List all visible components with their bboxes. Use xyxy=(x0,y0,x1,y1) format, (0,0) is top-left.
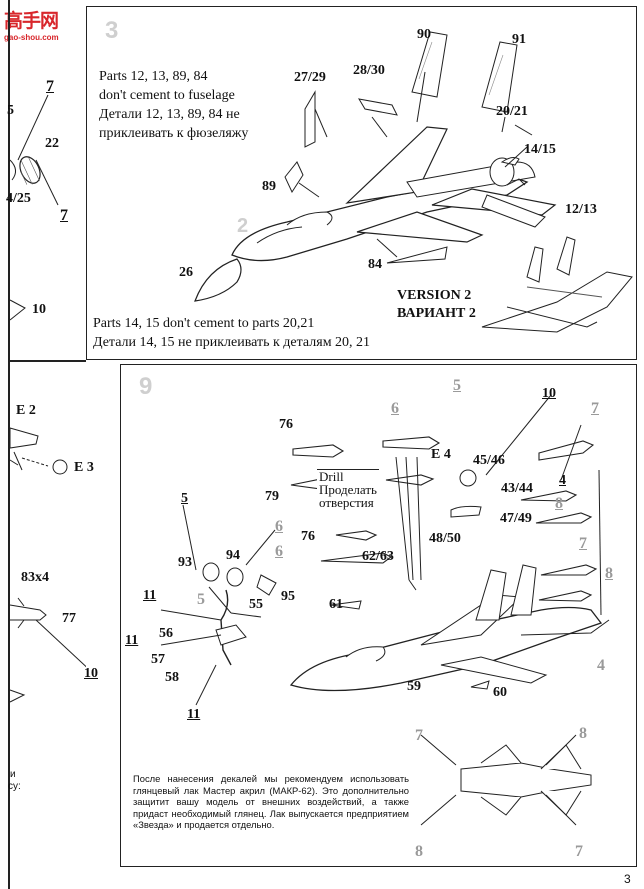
label-7c: 7 xyxy=(415,727,423,744)
strip-label-4-25: 4/25 xyxy=(6,191,31,206)
label-47-49: 47/49 xyxy=(500,511,532,526)
label-8b: 8 xyxy=(605,565,613,582)
label-48-50: 48/50 xyxy=(429,531,461,546)
step-3-bottom-ru: Детали 14, 15 не приклеивать к деталям 2… xyxy=(93,335,371,350)
label-90: 90 xyxy=(417,27,431,42)
label-12-13: 12/13 xyxy=(565,202,597,217)
label-89: 89 xyxy=(262,179,276,194)
label-58: 58 xyxy=(165,670,179,685)
label-56: 56 xyxy=(159,626,173,641)
step-3-bottom-en: Parts 14, 15 don't cement to parts 20,21 xyxy=(93,316,315,331)
label-6c: 6 xyxy=(275,543,283,560)
drill-en: Drill xyxy=(319,469,344,484)
label-8d: 8 xyxy=(415,843,423,860)
site-logo-text: 高手网 xyxy=(4,10,59,32)
drill-label: Drill Проделать отверстия xyxy=(317,469,379,509)
left-page-strip: 7 5 22 4/25 7 10 E 2 E 3 83x4 77 10 и су… xyxy=(0,0,98,889)
label-11c: 11 xyxy=(187,707,201,722)
label-7d: 7 xyxy=(575,843,583,860)
label-28-30: 28/30 xyxy=(353,63,385,78)
step-3-note-ru-2: приклеивать к фюзеляжу xyxy=(99,126,249,141)
label-4: 4 xyxy=(559,473,566,488)
label-94: 94 xyxy=(226,548,240,563)
site-logo: 高手网 gao-shou.com xyxy=(4,6,66,42)
label-2-outline: 2 xyxy=(237,215,249,237)
label-59: 59 xyxy=(407,679,421,694)
drill-ru-2: отверстия xyxy=(319,495,374,510)
strip-label-10: 10 xyxy=(32,302,46,317)
drill-ru-1: Проделать xyxy=(319,482,377,497)
label-e4: E 4 xyxy=(431,447,451,462)
label-27-29: 27/29 xyxy=(294,70,326,85)
version-2-thumbnail xyxy=(481,236,633,333)
label-8c: 8 xyxy=(579,725,587,742)
label-14-15: 14/15 xyxy=(524,142,556,157)
strip-cut-text-2: су: xyxy=(8,781,21,792)
label-57: 57 xyxy=(151,652,165,667)
step-3-drawing xyxy=(194,31,633,333)
strip-divider-h1 xyxy=(8,360,86,362)
label-43-44: 43/44 xyxy=(501,481,533,496)
version-2-en: VERSION 2 xyxy=(397,288,472,303)
step-3-note-ru-1: Детали 12, 13, 89, 84 не xyxy=(99,107,240,122)
strip-label-77: 77 xyxy=(62,611,76,626)
label-60: 60 xyxy=(493,685,507,700)
label-55: 55 xyxy=(249,597,263,612)
missile-group xyxy=(290,436,598,602)
page-number: 3 xyxy=(624,872,631,886)
step-3-note-en-1: Parts 12, 13, 89, 84 xyxy=(99,69,208,84)
step-3-panel: 3 Parts 12, 13, 89, 84 don't cement to f… xyxy=(86,6,637,360)
label-10: 10 xyxy=(542,386,556,401)
label-84: 84 xyxy=(368,257,382,272)
label-11b: 11 xyxy=(125,633,139,648)
label-5a: 5 xyxy=(453,377,461,394)
label-62-63: 62/63 xyxy=(362,549,394,564)
label-5c: 5 xyxy=(197,591,205,608)
strip-label-e3: E 3 xyxy=(74,460,94,475)
strip-label-5: 5 xyxy=(7,103,14,118)
decal-note: После нанесения декалей мы рекомендуем и… xyxy=(133,773,409,831)
step-9-panel: 9 76 6 5 10 7 E 4 45/46 43/44 4 79 5 8 4… xyxy=(120,364,637,867)
label-4b: 4 xyxy=(597,657,605,674)
label-6a: 6 xyxy=(391,400,399,417)
label-26: 26 xyxy=(179,265,193,280)
strip-label-83x4: 83x4 xyxy=(21,570,49,585)
strip-divider-vertical xyxy=(8,0,10,889)
step-9-drawing xyxy=(160,394,610,826)
label-45-46: 45/46 xyxy=(473,453,505,468)
step-9-number: 9 xyxy=(139,373,153,400)
label-5b: 5 xyxy=(181,491,188,506)
label-76a: 76 xyxy=(279,417,293,432)
label-76b: 76 xyxy=(301,529,315,544)
strip-cut-text-1: и xyxy=(10,769,16,780)
strip-drawing xyxy=(9,94,86,703)
label-11a: 11 xyxy=(143,588,157,603)
nozzle-part xyxy=(19,156,41,185)
version-2-ru: ВАРИАНТ 2 xyxy=(397,306,476,321)
label-61: 61 xyxy=(329,597,343,612)
label-79: 79 xyxy=(265,489,279,504)
label-93: 93 xyxy=(178,555,192,570)
strip-label-e2: E 2 xyxy=(16,403,36,418)
label-7b: 7 xyxy=(579,535,587,552)
step-3-note-en-2: don't cement to fuselage xyxy=(99,88,235,103)
label-8a: 8 xyxy=(555,495,563,512)
strip-label-10b: 10 xyxy=(84,666,98,681)
strip-label-7b: 7 xyxy=(60,207,68,224)
label-20-21: 20/21 xyxy=(496,104,528,119)
strip-label-22: 22 xyxy=(45,136,59,151)
label-91: 91 xyxy=(512,32,526,47)
step-3-number: 3 xyxy=(105,17,119,44)
label-7a: 7 xyxy=(591,400,599,417)
plan-view-diagram xyxy=(420,734,592,826)
label-6b: 6 xyxy=(275,518,283,535)
strip-label-7a: 7 xyxy=(46,78,54,95)
site-url: gao-shou.com xyxy=(4,33,59,42)
label-95: 95 xyxy=(281,589,295,604)
